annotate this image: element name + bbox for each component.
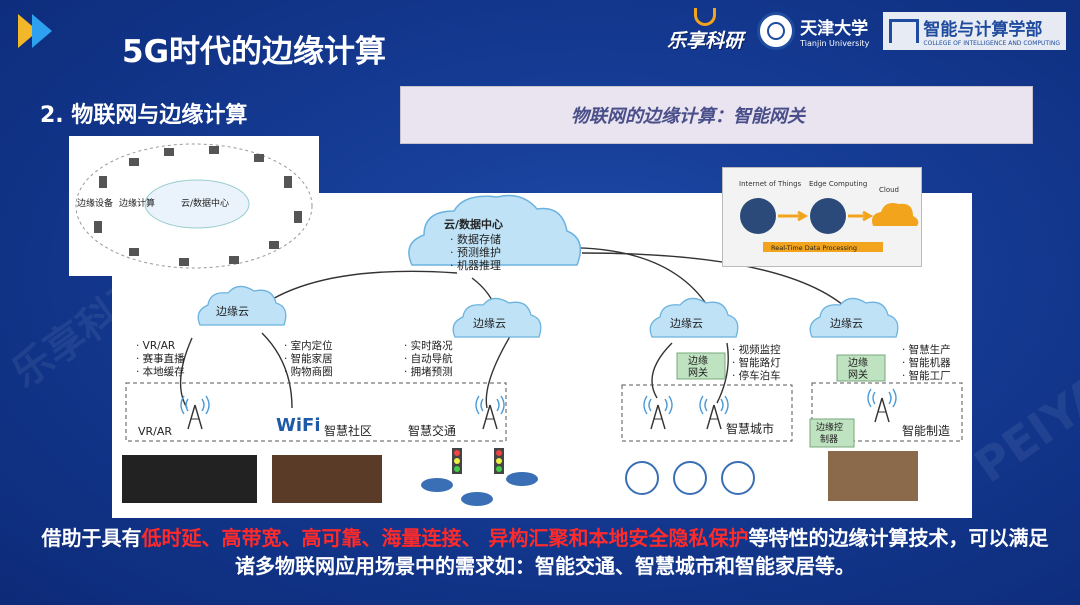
list-item: · 实时路况 (404, 339, 453, 352)
edge-ring-diagram: 边缘设备 边缘计算 云/数据中心 (69, 136, 319, 276)
list-item: · 赛事直播 (136, 352, 185, 365)
factory-image (828, 451, 918, 501)
section-subtitle: 2. 物联网与边缘计算 (40, 103, 248, 128)
page-title: 5G时代的边缘计算 (122, 34, 387, 70)
cloud-icon (408, 194, 582, 266)
flow-edge-label: Edge Computing (809, 180, 867, 188)
cloud-item: · 机器推理 (450, 258, 501, 272)
college-name-en: COLLEGE OF INTELLIGENCE AND COMPUTING (923, 39, 1060, 47)
antenna-icon (699, 395, 729, 430)
list-item: · 智能路灯 (732, 356, 781, 369)
gateway-label: 网关 (688, 366, 708, 379)
cloud-icon (872, 203, 919, 226)
tju-name-en: Tianjin University (800, 38, 870, 48)
tju-logo: 天津大学 Tianjin University (757, 11, 870, 50)
college-name-cn: 智能与计算学部 (923, 19, 1043, 40)
summary-suffix: 等特性的边缘计算技术，可以满足诸多物联网应用场景中的需求如：智能交通、智慧城市和… (235, 526, 1049, 578)
list-item: · 拥堵预测 (404, 365, 453, 378)
smile-icon (694, 8, 717, 26)
antenna-icon (867, 388, 897, 423)
list-item: · 本地缓存 (136, 365, 185, 378)
smart-home-image (272, 455, 382, 503)
iot-flow-svg: Internet of Things Edge Computing Cloud … (739, 180, 919, 252)
cloud-title: 云/数据中心 (444, 217, 503, 231)
list-item: · 智能家居 (284, 352, 333, 365)
edge-circle-icon (810, 198, 846, 234)
ring-left-label: 边缘设备 (77, 197, 113, 209)
gateway-label: 网关 (848, 368, 868, 381)
vr-headset-image (122, 455, 257, 503)
ring-mid-label: 边缘计算 (119, 197, 155, 209)
logo-bar: 乐享科研 天津大学 Tianjin University 智能与计算学部 COL… (667, 8, 1066, 53)
wifi-label: WiFi (276, 415, 321, 436)
summary-highlight: 低时延、高带宽、高可靠、海量连接、 异构汇聚和本地安全隐私保护 (141, 526, 749, 550)
chevron-icon (18, 14, 52, 48)
list-item: · 停车泊车 (732, 369, 781, 382)
tju-seal-icon (757, 11, 796, 50)
edge-cloud-label: 边缘云 (473, 317, 506, 330)
edge-ring-svg: 边缘设备 边缘计算 云/数据中心 (75, 143, 313, 269)
manufacturing-label: 智能制造 (902, 423, 950, 438)
zone-box (811, 382, 963, 442)
edge-gateway (676, 352, 726, 380)
edge-cloud-label: 边缘云 (216, 305, 249, 318)
list-item: · 智慧生产 (902, 343, 951, 356)
tju-name-cn: 天津大学 (800, 18, 869, 39)
arrow-icon (778, 210, 809, 222)
edge-cloud-label: 边缘云 (670, 317, 703, 330)
list-item: · 智能机器 (902, 356, 951, 369)
iot-circle-icon (740, 198, 776, 234)
flow-iot-label: Internet of Things (739, 180, 802, 188)
traffic-label: 智慧交通 (408, 423, 456, 438)
summary-text: 借助于具有低时延、高带宽、高可靠、海量连接、 异构汇聚和本地安全隐私保护等特性的… (40, 524, 1050, 580)
gateway-label: 边缘 (688, 354, 708, 367)
traffic-scene-image (421, 448, 538, 506)
banner: 物联网的边缘计算：智能网关 (400, 86, 1033, 144)
controller-label: 制器 (820, 433, 838, 445)
lexiang-logo: 乐享科研 (667, 8, 743, 53)
iot-flow-diagram: Internet of Things Edge Computing Cloud … (722, 167, 922, 267)
list-item: · 智能工厂 (902, 369, 951, 382)
lexiang-logo-text: 乐享科研 (667, 30, 744, 52)
ring-center-label: 云/数据中心 (181, 197, 229, 209)
flow-bar (763, 242, 883, 252)
flow-bar-label: Real-Time Data Processing (771, 244, 857, 252)
banner-text: 物联网的边缘计算：智能网关 (571, 106, 805, 127)
list-item: · VR/AR (136, 340, 175, 352)
vrar-label: VR/AR (138, 425, 172, 438)
device-icons (94, 146, 302, 266)
architecture-diagram: 云/数据中心 · 数据存储 · 预测维护 · 机器推理 边缘云 边缘云 边缘云 … (122, 194, 963, 506)
summary-prefix: 借助于具有 (41, 526, 142, 550)
antenna-icon (475, 395, 505, 430)
edge-controller (809, 418, 855, 448)
antenna-icon (180, 395, 210, 430)
cloud-item: · 预测维护 (450, 245, 501, 259)
cloud-item: · 数据存储 (450, 232, 501, 246)
flow-cloud-label: Cloud (879, 186, 899, 194)
antenna-icon (643, 395, 673, 430)
zone-box (621, 384, 793, 442)
community-label: 智慧社区 (324, 423, 372, 438)
list-item: · 视频监控 (732, 343, 781, 356)
edge-gateway (836, 354, 886, 382)
watermark: PEIYANG (964, 320, 1080, 494)
city-label: 智慧城市 (726, 421, 774, 436)
edge-cloud-label: 边缘云 (830, 317, 863, 330)
list-item: · 自动导航 (404, 352, 453, 365)
college-logo: 智能与计算学部 COLLEGE OF INTELLIGENCE AND COMP… (883, 11, 1066, 50)
list-item: · 室内定位 (284, 339, 333, 352)
zone-box (125, 382, 507, 442)
controller-label: 边缘控 (816, 421, 843, 433)
arrow-icon (848, 210, 874, 222)
smart-city-icons (625, 461, 755, 495)
college-mark-icon (889, 18, 920, 43)
list-item: · 购物商圈 (284, 365, 333, 378)
gateway-label: 边缘 (848, 356, 868, 369)
